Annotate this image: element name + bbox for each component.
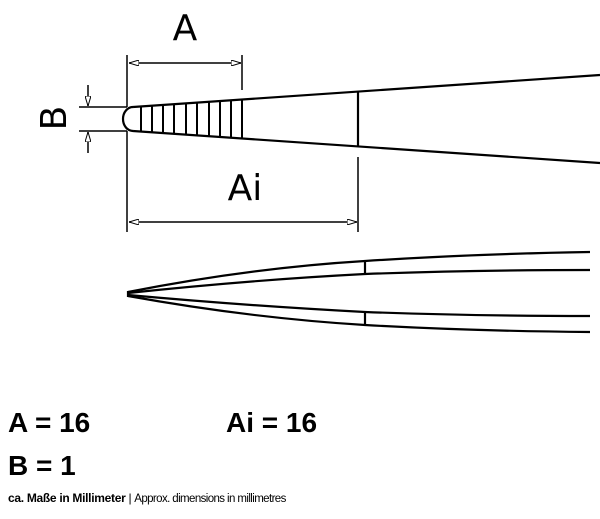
side-view-tip xyxy=(126,250,591,334)
caption-english: Approx. dimensions in millimetres xyxy=(134,493,286,505)
caption-german: ca. Maße in Millimeter xyxy=(8,491,126,505)
value-a: A = 16 xyxy=(8,407,91,438)
units-caption: ca. Maße in Millimeter|Approx. dimension… xyxy=(8,491,286,505)
label-ai: Ai xyxy=(228,168,263,209)
value-ai: Ai = 16 xyxy=(226,407,318,438)
dimension-lines xyxy=(79,55,359,232)
label-b: B xyxy=(34,106,75,131)
top-view-tip xyxy=(121,73,600,165)
value-b: B = 1 xyxy=(8,450,76,481)
caption-separator: | xyxy=(128,491,132,505)
label-a: A xyxy=(173,8,198,49)
serration-hatching xyxy=(140,99,243,139)
